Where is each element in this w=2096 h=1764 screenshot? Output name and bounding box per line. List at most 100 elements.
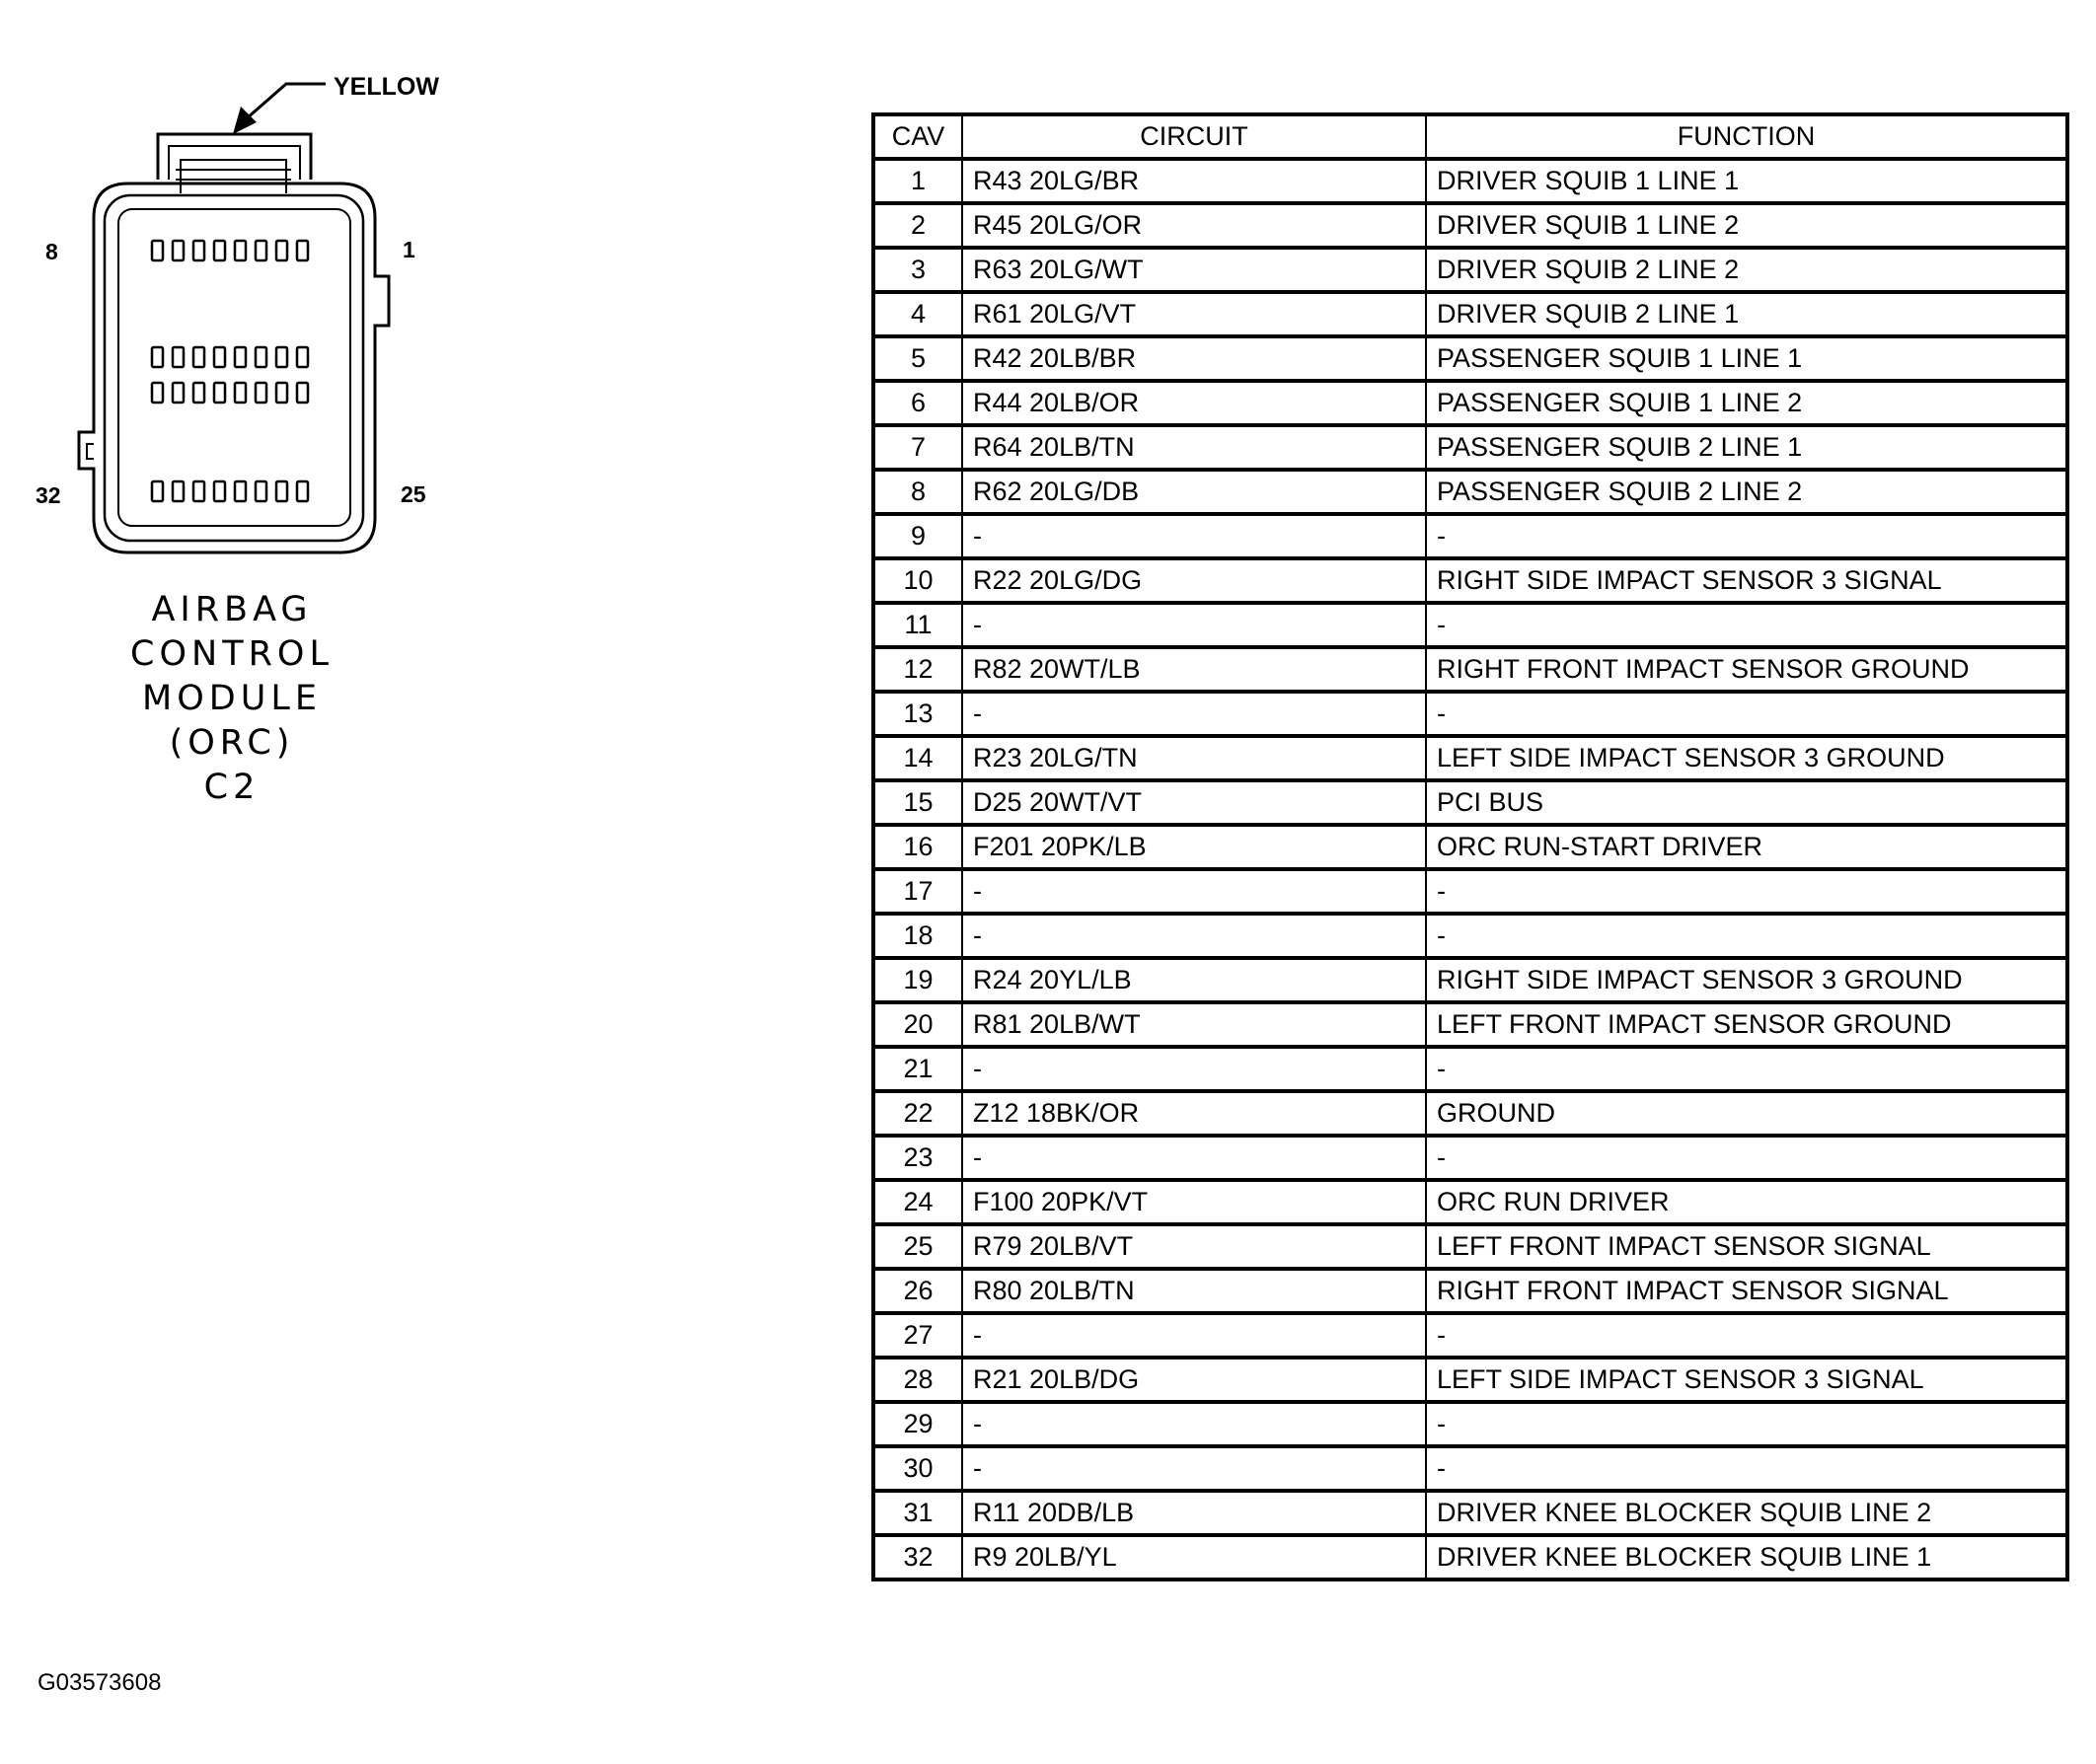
pin-cavity — [191, 345, 206, 369]
connector-face-diagram: YELLOW 8 1 32 25 — [36, 73, 439, 554]
cell-cav: 21 — [872, 1046, 963, 1093]
cell-cav: 10 — [872, 557, 963, 605]
pin-cavity — [254, 345, 268, 369]
pin-cavity — [295, 239, 310, 262]
pin-cavity — [150, 381, 165, 404]
cell-function: ORC RUN-START DRIVER — [1425, 824, 2068, 871]
cell-circuit: F201 20PK/LB — [961, 824, 1427, 871]
pin-cavity — [274, 381, 289, 404]
pin-cavity — [233, 381, 248, 404]
pin-cavity — [191, 381, 206, 404]
cell-circuit: Z12 18BK/OR — [961, 1090, 1427, 1138]
cell-circuit: R9 20LB/YL — [961, 1534, 1427, 1581]
cell-circuit: R44 20LB/OR — [961, 380, 1427, 427]
cell-circuit: R23 20LG/TN — [961, 735, 1427, 782]
cell-function: PASSENGER SQUIB 2 LINE 1 — [1425, 424, 2068, 472]
pin-cavity — [233, 479, 248, 503]
cell-function: - — [1425, 691, 2068, 738]
pin-cavity — [212, 239, 227, 262]
module-label-line: (ORC) — [169, 723, 295, 763]
table-row: 17-- — [872, 868, 2068, 916]
pin-cavity — [150, 479, 165, 503]
pin-cavity — [212, 479, 227, 503]
cell-cav: 7 — [872, 424, 963, 472]
cell-cav: 24 — [872, 1179, 963, 1226]
connector-housing-inner — [103, 193, 365, 543]
cell-circuit: R11 20DB/LB — [961, 1490, 1427, 1537]
pin-cavity — [212, 381, 227, 404]
cell-function: LEFT FRONT IMPACT SENSOR SIGNAL — [1425, 1223, 2068, 1271]
cell-function: - — [1425, 1401, 2068, 1448]
cell-circuit: F100 20PK/VT — [961, 1179, 1427, 1226]
cell-cav: 31 — [872, 1490, 963, 1537]
pin-cavity — [295, 345, 310, 369]
cell-circuit: R43 20LG/BR — [961, 158, 1427, 205]
cell-function: LEFT SIDE IMPACT SENSOR 3 GROUND — [1425, 735, 2068, 782]
cell-cav: 12 — [872, 646, 963, 694]
pin-cavity — [150, 345, 165, 369]
table-row: 13-- — [872, 691, 2068, 738]
cell-circuit: - — [961, 1312, 1427, 1360]
cell-function: LEFT FRONT IMPACT SENSOR GROUND — [1425, 1001, 2068, 1049]
cell-function: RIGHT SIDE IMPACT SENSOR 3 SIGNAL — [1425, 557, 2068, 605]
cell-cav: 19 — [872, 957, 963, 1004]
cell-function: DRIVER SQUIB 1 LINE 2 — [1425, 202, 2068, 250]
cell-cav: 5 — [872, 335, 963, 383]
cell-cav: 25 — [872, 1223, 963, 1271]
cell-cav: 17 — [872, 868, 963, 916]
cell-cav: 4 — [872, 291, 963, 338]
pin-cavity — [295, 381, 310, 404]
cell-circuit: - — [961, 913, 1427, 960]
table-row: 9-- — [872, 513, 2068, 560]
table-row: 30-- — [872, 1445, 2068, 1493]
cell-function: PASSENGER SQUIB 2 LINE 2 — [1425, 469, 2068, 516]
pin-label-32: 32 — [36, 482, 61, 508]
cell-cav: 16 — [872, 824, 963, 871]
cell-function: - — [1425, 1312, 2068, 1360]
cell-circuit: - — [961, 691, 1427, 738]
pin-cavity — [191, 239, 206, 262]
table-row: 23-- — [872, 1135, 2068, 1182]
module-label-line: C2 — [203, 768, 261, 807]
cell-circuit: R22 20LG/DG — [961, 557, 1427, 605]
cell-cav: 18 — [872, 913, 963, 960]
cell-circuit: R80 20LB/TN — [961, 1268, 1427, 1315]
connector-latch — [156, 132, 313, 180]
cell-function: - — [1425, 513, 2068, 560]
cell-function: RIGHT FRONT IMPACT SENSOR SIGNAL — [1425, 1268, 2068, 1315]
header-cav: CAV — [872, 113, 963, 161]
cell-cav: 27 — [872, 1312, 963, 1360]
cell-function: - — [1425, 1135, 2068, 1182]
cell-function: PCI BUS — [1425, 779, 2068, 827]
cell-cav: 20 — [872, 1001, 963, 1049]
table-row: 21-- — [872, 1046, 2068, 1093]
connector-housing-outer — [77, 182, 391, 554]
cell-circuit: R62 20LG/DB — [961, 469, 1427, 516]
pin-cavity — [150, 239, 165, 262]
cell-cav: 8 — [872, 469, 963, 516]
cell-cav: 9 — [872, 513, 963, 560]
pin-cavity — [233, 345, 248, 369]
pin-label-1: 1 — [403, 237, 415, 262]
pin-label-8: 8 — [45, 239, 58, 264]
module-label-line: CONTROL — [130, 634, 334, 674]
cell-circuit: - — [961, 1046, 1427, 1093]
cell-function: DRIVER KNEE BLOCKER SQUIB LINE 2 — [1425, 1490, 2068, 1537]
cell-cav: 32 — [872, 1534, 963, 1581]
cell-circuit: - — [961, 868, 1427, 916]
table-row: 29-- — [872, 1401, 2068, 1448]
cell-cav: 14 — [872, 735, 963, 782]
pin-cavity-grid — [150, 239, 310, 503]
cell-function: RIGHT SIDE IMPACT SENSOR 3 GROUND — [1425, 957, 2068, 1004]
cell-function: - — [1425, 1445, 2068, 1493]
cell-circuit: R21 20LB/DG — [961, 1357, 1427, 1404]
pin-cavity — [274, 479, 289, 503]
cell-cav: 1 — [872, 158, 963, 205]
header-circuit: CIRCUIT — [961, 113, 1427, 161]
